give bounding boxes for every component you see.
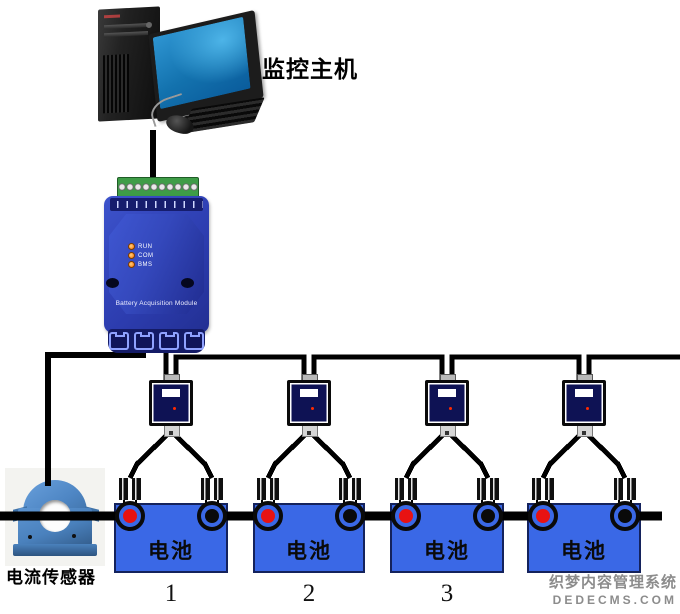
- led-com-label: COM: [138, 252, 154, 259]
- negative-terminal-core: [481, 509, 495, 523]
- probe-wire: [127, 429, 173, 480]
- negative-terminal-core: [343, 509, 357, 523]
- status-leds: RUN COM BMS: [128, 242, 154, 269]
- wire-lug: [545, 478, 554, 500]
- probe-wire: [540, 429, 586, 480]
- bus-box1-box2: [173, 354, 307, 382]
- battery-label: 电池: [148, 540, 194, 563]
- terminal-block: [117, 177, 199, 199]
- negative-terminal: [335, 501, 365, 531]
- battery-label: 电池: [286, 540, 332, 563]
- negative-terminal: [610, 501, 640, 531]
- positive-terminal-core: [399, 509, 413, 523]
- sensor-display: [162, 389, 180, 397]
- wire-lug: [627, 478, 636, 500]
- rj45-port-icon: [184, 332, 204, 350]
- module-face-panel: [109, 214, 204, 314]
- screw-icon: [28, 535, 32, 539]
- module-body: RUN COM BMS Battery Acquisition Module: [104, 196, 209, 353]
- sensor-base: [13, 544, 97, 556]
- sensor-display: [438, 389, 456, 397]
- drive-bay: [104, 31, 148, 38]
- wire-lug: [257, 478, 266, 500]
- monitoring-host-label: 监控主机: [262, 56, 358, 82]
- wire-lug: [490, 478, 499, 500]
- wire-module-current-sensor: [45, 331, 146, 486]
- wire-lug: [477, 478, 486, 500]
- watermark-line1: 织梦内容管理系统: [548, 574, 677, 591]
- wire-lug: [395, 478, 404, 500]
- led-run-label: RUN: [138, 243, 153, 250]
- wire-lug: [408, 478, 417, 500]
- mounting-hole-icon: [181, 278, 194, 288]
- wire-lug: [352, 478, 361, 500]
- positive-terminal-core: [123, 509, 137, 523]
- rj45-port-icon: [109, 332, 129, 350]
- probe-wire: [445, 429, 491, 480]
- led-bms-label: BMS: [138, 261, 153, 268]
- led-com-icon: [128, 252, 135, 259]
- pin-label-strip: [110, 198, 203, 211]
- positive-terminal-core: [536, 509, 550, 523]
- port-collar: [108, 329, 205, 353]
- battery-number: 1: [164, 580, 178, 607]
- sensor-led-icon: [585, 407, 589, 410]
- positive-terminal-core: [261, 509, 275, 523]
- battery-sensor-box-2: [287, 380, 331, 426]
- drive-bay: [104, 23, 148, 30]
- battery-sensor-box-4: [562, 380, 606, 426]
- positive-terminal: [253, 501, 283, 531]
- battery-sensor-box-3: [425, 380, 469, 426]
- probe-wire: [582, 429, 628, 480]
- current-sensor-label: 电流传感器: [6, 568, 96, 587]
- positive-terminal: [391, 501, 421, 531]
- battery-acquisition-module: RUN COM BMS Battery Acquisition Module: [104, 175, 210, 353]
- screw-icon: [72, 534, 76, 538]
- tower-vent: [103, 54, 129, 114]
- probe-wire: [307, 429, 353, 480]
- monitor-screen: [152, 16, 251, 110]
- wire-lug: [270, 478, 279, 500]
- sensor-display: [300, 389, 318, 397]
- rj45-port-icon: [134, 332, 154, 350]
- probe-wire: [169, 429, 215, 480]
- probe-wire: [403, 429, 449, 480]
- led-run-icon: [128, 243, 135, 250]
- led-bms-icon: [128, 261, 135, 268]
- negative-terminal-core: [205, 509, 219, 523]
- sensor-led-icon: [310, 407, 314, 410]
- bus-box4-right: [586, 354, 680, 382]
- rj45-port-icon: [159, 332, 179, 350]
- probe-wire: [265, 429, 311, 480]
- mounting-hole-icon: [106, 278, 119, 288]
- positive-terminal: [115, 501, 145, 531]
- power-button-icon: [146, 21, 152, 29]
- sensor-led-icon: [448, 407, 452, 410]
- tower-logo: [104, 14, 120, 19]
- wire-lug: [339, 478, 348, 500]
- negative-terminal: [473, 501, 503, 531]
- wire-lug: [132, 478, 141, 500]
- battery-label: 电池: [424, 540, 470, 563]
- bus-box2-box3: [311, 354, 445, 382]
- wire-lug: [532, 478, 541, 500]
- wire-lug: [614, 478, 623, 500]
- battery-number: 3: [440, 580, 454, 607]
- watermark: 织梦内容管理系统 DEDECMS.COM: [549, 571, 677, 607]
- positive-terminal: [528, 501, 558, 531]
- negative-terminal: [197, 501, 227, 531]
- battery-label: 电池: [561, 540, 607, 563]
- watermark-line2: DEDECMS.COM: [552, 593, 677, 607]
- negative-terminal-core: [618, 509, 632, 523]
- wire-lug: [214, 478, 223, 500]
- sensor-led-icon: [172, 407, 176, 410]
- wire-lug: [119, 478, 128, 500]
- module-name-label: Battery Acquisition Module: [115, 300, 198, 307]
- sensor-display: [575, 389, 593, 397]
- bus-box3-box4: [449, 354, 582, 382]
- battery-number: 2: [302, 580, 316, 607]
- wire-lug: [201, 478, 210, 500]
- battery-sensor-box-1: [149, 380, 193, 426]
